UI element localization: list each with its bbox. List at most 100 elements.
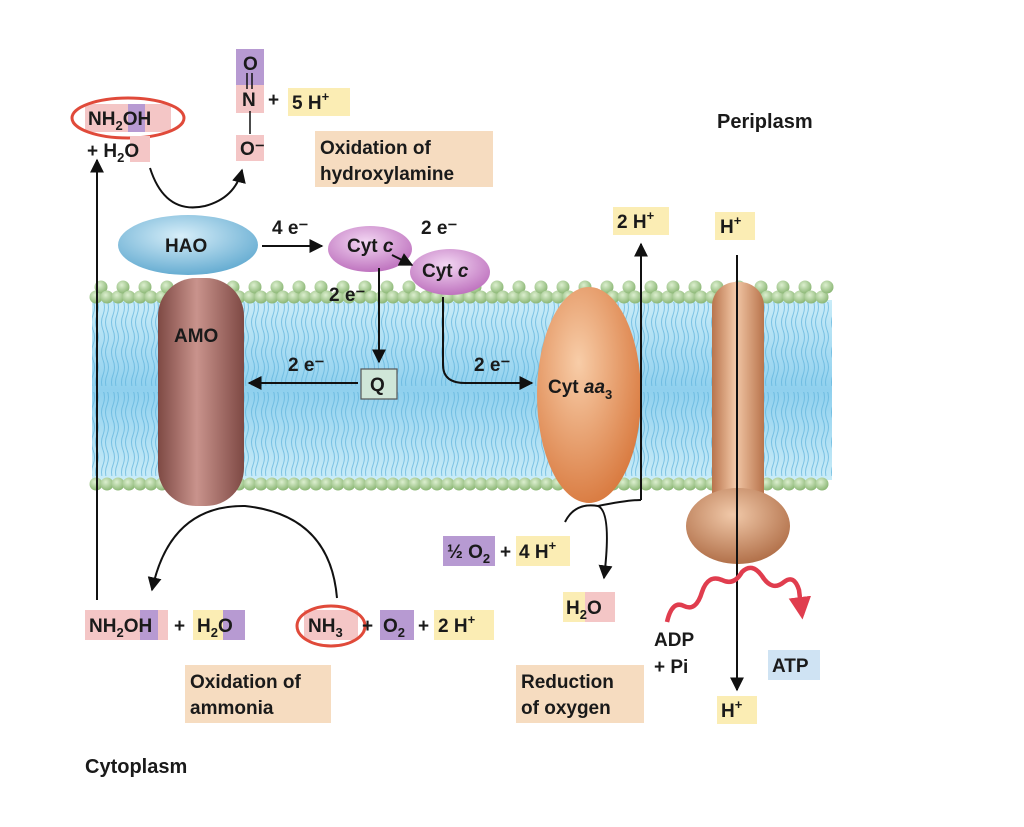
lipid-head [122, 477, 136, 491]
lipid-head [529, 477, 543, 491]
svg-text:NH2​OH: NH2​OH [88, 109, 151, 133]
svg-text:O2​: O2​ [383, 616, 405, 640]
lipid-head [683, 290, 697, 304]
svg-text:2 H+​: 2 H+​ [438, 612, 476, 637]
lipid-head [485, 477, 499, 491]
lipid-head [298, 290, 312, 304]
lipid-head [133, 477, 147, 491]
lipid-head [111, 290, 125, 304]
lipid-head [133, 290, 147, 304]
lipid-head [248, 280, 262, 294]
lipid-head [474, 290, 488, 304]
lipid-head [419, 477, 433, 491]
svg-text:ATP: ATP [772, 656, 809, 677]
svg-text:Cyt c: Cyt c [422, 261, 469, 282]
lipid-head [342, 290, 356, 304]
lipid-head [804, 477, 818, 491]
lipid-head [243, 290, 257, 304]
lipid-head [490, 280, 504, 294]
cyt-c-protein-2: Cyt c [410, 249, 490, 295]
lipid-head [683, 477, 697, 491]
lipid-head [639, 290, 653, 304]
nitrite: O N O⁻ + 5 H+​ [236, 49, 350, 161]
reduction-oxygen-label: Reduction of oxygen [516, 665, 644, 723]
lipid-head [408, 290, 422, 304]
nh2oh-top-text: NH2​OH [88, 109, 151, 133]
lipid-head [776, 280, 790, 294]
lipid-head [254, 477, 268, 491]
lipid-head [617, 290, 631, 304]
lipid-head [397, 290, 411, 304]
lipid-head [144, 477, 158, 491]
lipid-head [804, 290, 818, 304]
lipid-head [452, 477, 466, 491]
four-h-plus: 4 H+​ [519, 538, 557, 563]
svg-text:H2​O: H2​O [566, 598, 602, 622]
lipid-head [672, 477, 686, 491]
lipid-head [463, 290, 477, 304]
nitrite-o1: O [243, 54, 258, 75]
lipid-head [331, 290, 345, 304]
two-h-plus-top: 2 H+​ [613, 207, 669, 235]
lipid-head [644, 280, 658, 294]
hao-protein: HAO [118, 215, 258, 275]
lipid-head [100, 477, 114, 491]
lipid-head [496, 290, 510, 304]
svg-text:H+​: H+​ [720, 213, 742, 238]
svg-text:Oxidation of: Oxidation of [190, 672, 302, 693]
lipid-head [364, 290, 378, 304]
electrons-2e-b: 2 e⁻ [329, 285, 365, 306]
lipid-head [331, 477, 345, 491]
lipid-head [116, 280, 130, 294]
lipid-head [270, 280, 284, 294]
svg-text:Cyt c: Cyt c [347, 236, 394, 257]
highlight-circle-nh3 [295, 604, 367, 648]
lipid-head [518, 477, 532, 491]
cyt-c-protein-1: Cyt c [328, 226, 412, 272]
lipid-head [628, 290, 642, 304]
lipid-head [518, 290, 532, 304]
lipid-head [358, 280, 372, 294]
lipid-head [276, 290, 290, 304]
h-plus-bottom: H+​ [717, 696, 757, 724]
lipid-head [771, 477, 785, 491]
lipid-head [314, 280, 328, 294]
periplasm-label: Periplasm [717, 111, 813, 133]
svg-text:NH2​OH: NH2​OH [89, 616, 152, 640]
lipid-head [793, 290, 807, 304]
nitrite-n: N [242, 90, 256, 111]
nh2oh-top: NH2​OH + H2​O [70, 96, 186, 165]
cytoplasm-label: Cytoplasm [85, 756, 187, 778]
lipid-head [386, 290, 400, 304]
lipid-head [793, 477, 807, 491]
lipid-head [600, 280, 614, 294]
lipid-head [309, 477, 323, 491]
oxidation-hydroxylamine-label: Oxidation of hydroxylamine [315, 131, 493, 187]
lipid-head [534, 280, 548, 294]
lipid-head [639, 477, 653, 491]
lipid-head [364, 477, 378, 491]
cyt-c2-label: Cyt [422, 261, 458, 282]
lipid-head [320, 477, 334, 491]
lipid-head [622, 280, 636, 294]
svg-text:H+​: H+​ [721, 697, 743, 722]
q-label: Q [370, 375, 385, 396]
lipid-head [628, 477, 642, 491]
half-o2-four-h: ½ O2​ + 4 H+​ [443, 536, 570, 566]
lipid-head [474, 477, 488, 491]
atp-box: ATP [768, 650, 820, 680]
amo-protein: AMO [158, 278, 244, 506]
svg-text:+ H2​O: + H2​O [87, 141, 139, 165]
lipid-head [243, 477, 257, 491]
lipid-head [694, 290, 708, 304]
nh2oh-bottom: NH2​OH + H2​O [85, 610, 245, 640]
lipid-head [551, 290, 565, 304]
lipid-head [617, 477, 631, 491]
cyt-c1-label: Cyt [347, 236, 383, 257]
svg-text:+: + [174, 616, 185, 637]
lipid-head [380, 280, 394, 294]
svg-text:NH3​: NH3​ [308, 616, 343, 640]
lipid-head [650, 290, 664, 304]
lipid-head [760, 290, 774, 304]
